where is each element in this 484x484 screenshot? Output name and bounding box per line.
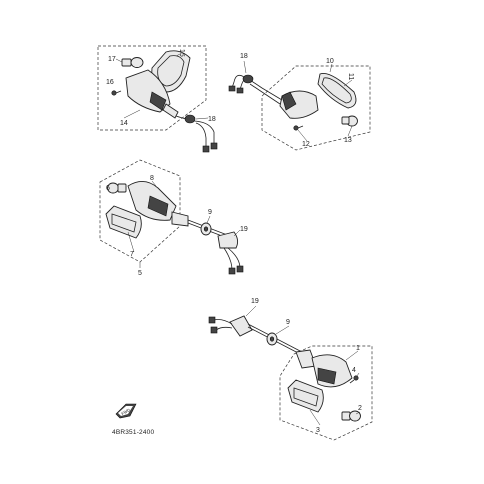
callout-12: 12 bbox=[302, 141, 310, 148]
assembly-group-1 bbox=[208, 305, 373, 441]
callout-19-lower: 19 bbox=[251, 298, 259, 305]
assembly-group-10 bbox=[228, 60, 371, 151]
drawing-code: 4BR351-2400 bbox=[112, 429, 154, 436]
flasher-body-14 bbox=[125, 69, 218, 153]
callout-11: 11 bbox=[347, 73, 354, 80]
callout-17: 17 bbox=[108, 56, 116, 63]
bulb-2 bbox=[341, 410, 361, 422]
screw-12 bbox=[293, 125, 304, 131]
callout-15: 15 bbox=[178, 49, 185, 57]
lens-11 bbox=[317, 72, 357, 109]
callout-9-lower: 9 bbox=[286, 319, 290, 326]
callout-2: 2 bbox=[358, 405, 362, 412]
bulb-13 bbox=[341, 115, 358, 127]
callout-8: 8 bbox=[150, 175, 154, 182]
callout-16: 16 bbox=[106, 79, 114, 86]
callout-19-upper: 19 bbox=[240, 226, 248, 233]
boot-19-lower bbox=[208, 315, 253, 337]
assembly-group-5 bbox=[99, 159, 244, 275]
callout-1: 1 bbox=[356, 345, 360, 352]
flasher-body-1 bbox=[295, 349, 353, 388]
callout-14: 14 bbox=[120, 120, 128, 127]
front-badge-text: FWD bbox=[120, 407, 130, 416]
grommet-9-upper bbox=[200, 222, 212, 236]
callout-18-left: 18 bbox=[208, 116, 216, 123]
bulb-17 bbox=[121, 57, 144, 68]
callout-5: 5 bbox=[138, 270, 142, 277]
lens-7 bbox=[105, 205, 142, 239]
front-direction-badge: FWD bbox=[115, 403, 137, 419]
callout-4: 4 bbox=[352, 367, 356, 374]
callout-10: 10 bbox=[326, 58, 334, 65]
callout-13: 13 bbox=[344, 137, 352, 144]
flasher-body-5 bbox=[127, 181, 231, 240]
grommet-9-lower bbox=[266, 332, 278, 346]
flasher-body-10 bbox=[228, 74, 319, 119]
screw-16 bbox=[111, 90, 122, 96]
callout-7: 7 bbox=[130, 251, 134, 258]
callout-18-right: 18 bbox=[240, 53, 248, 60]
bulb-6 bbox=[107, 182, 127, 194]
callout-6: 6 bbox=[106, 185, 110, 192]
callout-9-upper: 9 bbox=[208, 209, 212, 216]
callout-3: 3 bbox=[316, 427, 320, 434]
boot-19-upper bbox=[217, 231, 244, 275]
lens-3 bbox=[287, 379, 324, 413]
assembly-group-14 bbox=[97, 45, 218, 153]
screw-4 bbox=[349, 375, 359, 384]
